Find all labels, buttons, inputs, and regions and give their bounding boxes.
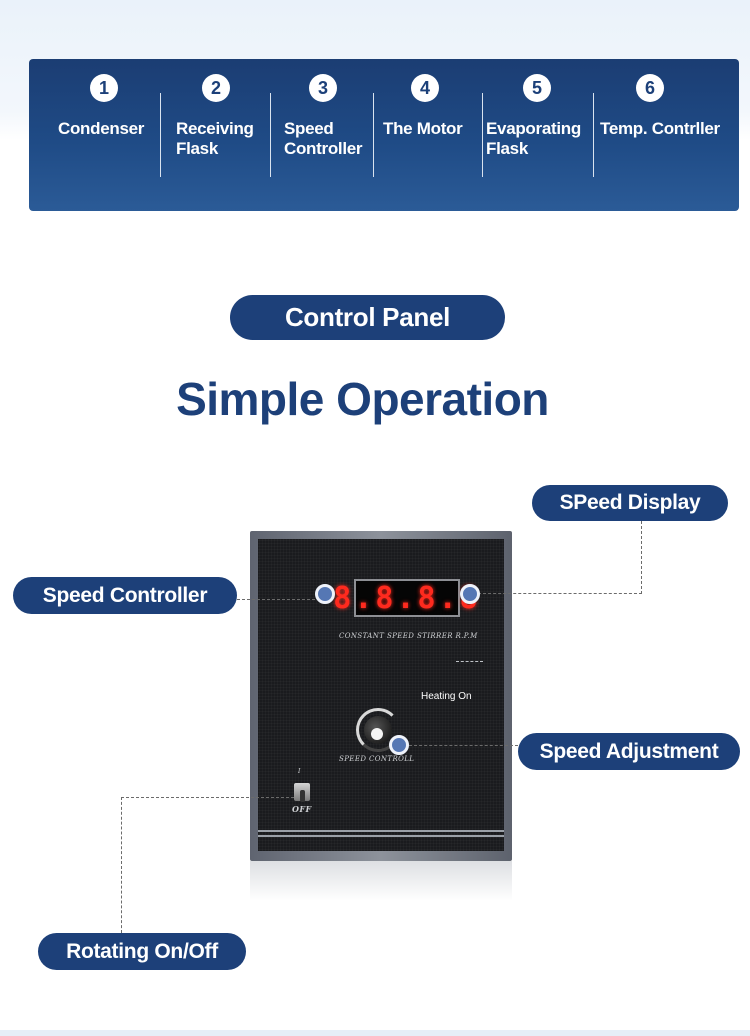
part-label: Temp. Contrller — [600, 119, 720, 138]
part-number-badge: 3 — [309, 74, 337, 102]
divider — [270, 93, 271, 177]
part-receiving-flask: 2 Receiving Flask — [161, 59, 269, 211]
heating-on-label: Heating On — [421, 691, 472, 702]
part-speed-controller: 3 Speed Controller — [271, 59, 373, 211]
rotating-onoff-callout: Rotating On/Off — [38, 933, 246, 970]
leader-line — [478, 593, 642, 594]
part-number-badge: 1 — [90, 74, 118, 102]
speed-controller-callout: Speed Controller — [13, 577, 237, 614]
part-number-badge: 5 — [523, 74, 551, 102]
leader-line — [121, 797, 294, 798]
leader-line — [237, 599, 315, 600]
part-number-badge: 6 — [636, 74, 664, 102]
part-label: The Motor — [383, 119, 463, 138]
leader-line — [456, 661, 483, 662]
knob-caption: SPEED CONTROLL — [339, 755, 415, 763]
part-temp-controller: 6 Temp. Contrller — [594, 59, 739, 211]
part-label: Condenser — [58, 119, 145, 138]
panel-stripe — [258, 835, 504, 837]
part-label: Receiving Flask — [176, 119, 254, 158]
speed-adjustment-marker — [389, 735, 409, 755]
rpm-caption: CONSTANT SPEED STIRRER R.P.M — [339, 632, 478, 640]
divider — [373, 93, 374, 177]
section-title: Simple Operation — [176, 373, 549, 425]
part-condenser: 1 Condenser — [29, 59, 159, 211]
part-evaporating-flask: 5 Evaporating Flask — [483, 59, 593, 211]
part-number-badge: 2 — [202, 74, 230, 102]
switch-off-label: OFF — [292, 804, 312, 814]
part-number-badge: 4 — [411, 74, 439, 102]
divider — [160, 93, 161, 177]
parts-banner: 1 Condenser 2 Receiving Flask 3 Speed Co… — [29, 59, 739, 211]
control-panel-pill: Control Panel — [230, 295, 505, 340]
bottom-band — [0, 1030, 750, 1036]
knob-indicator — [371, 728, 383, 740]
knob-scale-ring — [356, 708, 400, 752]
leader-line — [409, 745, 518, 746]
part-label: Speed Controller — [284, 119, 363, 158]
speed-adjustment-callout: Speed Adjustment — [518, 733, 740, 770]
divider — [593, 93, 594, 177]
leader-line — [121, 797, 122, 933]
speed-controller-marker — [315, 584, 335, 604]
leader-line — [641, 521, 642, 594]
part-label: Evaporating Flask — [486, 119, 581, 158]
panel-stripe — [258, 830, 504, 832]
device-reflection — [250, 861, 512, 901]
part-the-motor: 4 The Motor — [374, 59, 482, 211]
switch-on-mark: I — [298, 768, 301, 775]
speed-display-callout: SPeed Display — [532, 485, 728, 521]
speed-display-marker — [460, 584, 480, 604]
speed-display-screen: 8.8.8.8 — [333, 579, 481, 617]
divider — [482, 93, 483, 177]
switch-lever — [300, 790, 305, 802]
